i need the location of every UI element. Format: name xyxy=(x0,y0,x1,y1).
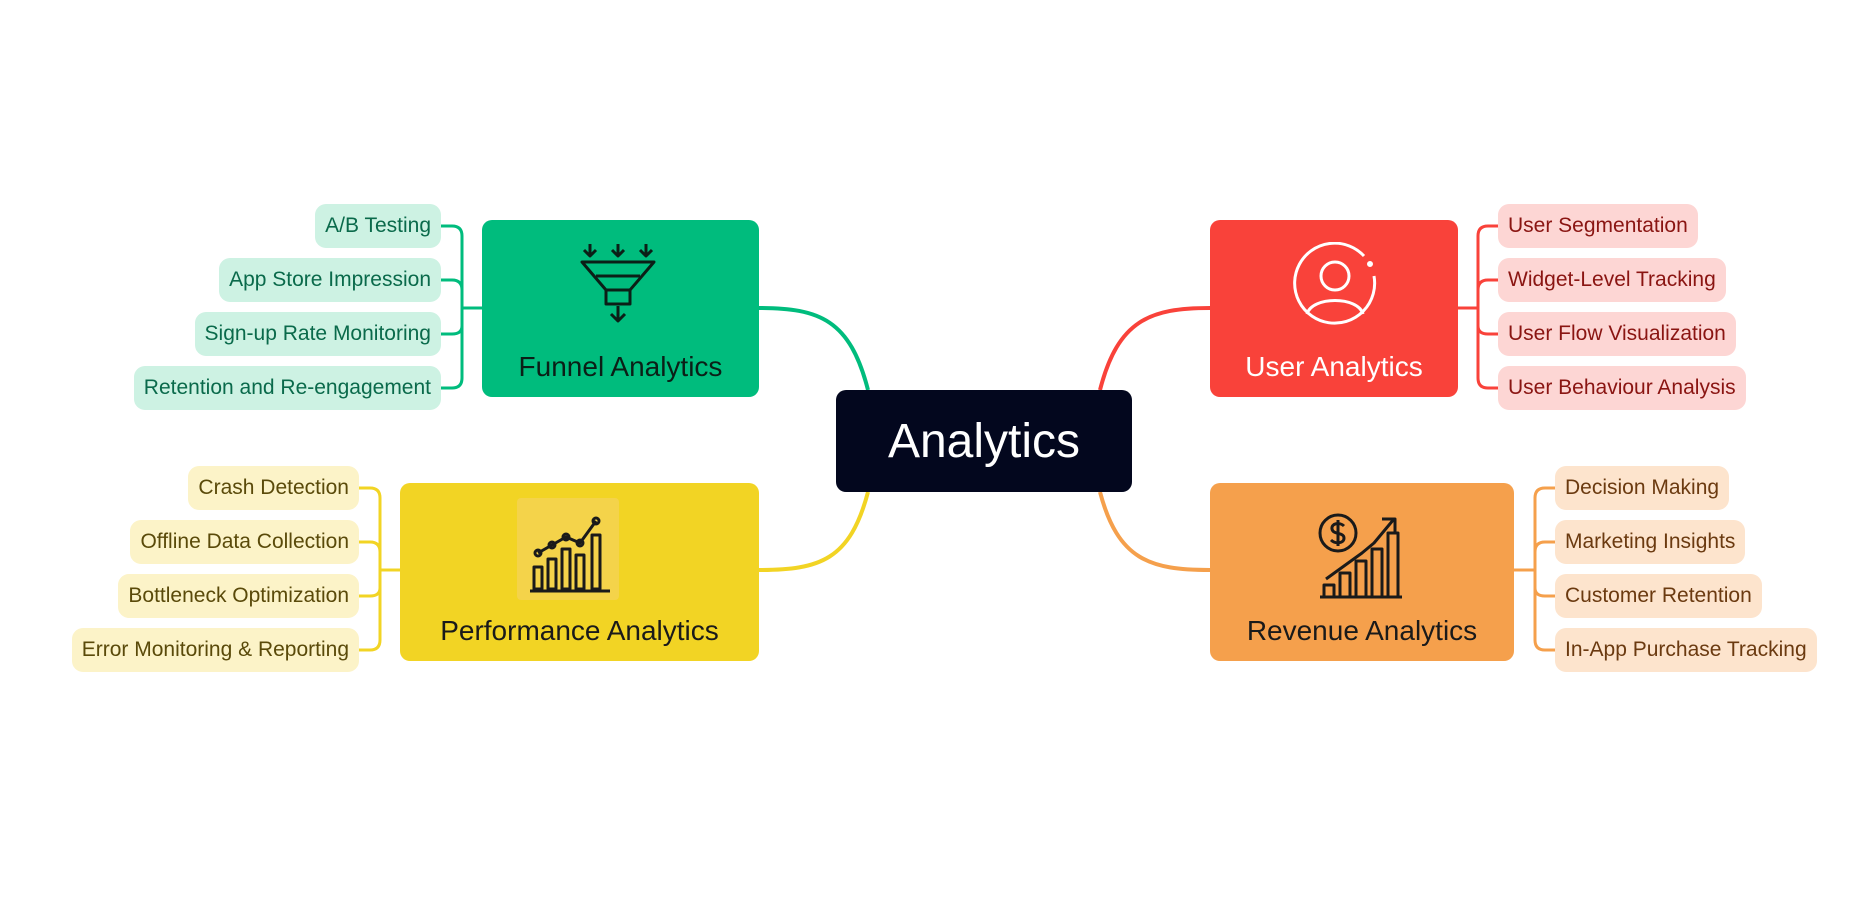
branch-funnel-analytics[interactable]: Funnel Analytics xyxy=(482,220,759,397)
branch-user-label: User Analytics xyxy=(1245,351,1423,382)
revenue-growth-icon xyxy=(1318,513,1402,599)
leaf-app-store-impression[interactable]: App Store Impression xyxy=(219,258,441,302)
leaf-widget-level-tracking[interactable]: Widget-Level Tracking xyxy=(1498,258,1726,302)
leaf-retention-reengagement[interactable]: Retention and Re-engagement xyxy=(133,366,441,410)
leaf-customer-retention[interactable]: Customer Retention xyxy=(1555,574,1762,618)
leaf-offline-data-collection[interactable]: Offline Data Collection xyxy=(130,520,359,564)
bar-chart-icon xyxy=(530,516,610,593)
leaf-marketing-insights[interactable]: Marketing Insights xyxy=(1555,520,1746,564)
link-center-performance xyxy=(758,491,870,572)
leaf-user-behaviour-analysis[interactable]: User Behaviour Analysis xyxy=(1498,366,1746,410)
branch-revenue-label: Revenue Analytics xyxy=(1246,615,1478,646)
link-center-funnel xyxy=(758,306,870,391)
link-center-user xyxy=(1098,306,1211,391)
branch-revenue-analytics[interactable]: Revenue Analytics xyxy=(1210,483,1514,661)
central-topic[interactable]: Analytics xyxy=(836,390,1132,492)
leaf-ab-testing[interactable]: A/B Testing xyxy=(315,204,441,248)
link-center-revenue xyxy=(1098,491,1211,572)
leaf-user-segmentation[interactable]: User Segmentation xyxy=(1498,204,1698,248)
branch-performance-label: Performance Analytics xyxy=(440,615,719,646)
central-topic-label: Analytics xyxy=(887,414,1081,468)
branch-performance-analytics[interactable]: Performance Analytics xyxy=(400,483,759,661)
leaf-error-monitoring-reporting[interactable]: Error Monitoring & Reporting xyxy=(71,628,359,672)
branch-user-analytics[interactable]: User Analytics xyxy=(1210,220,1458,397)
leaf-user-flow-visualization[interactable]: User Flow Visualization xyxy=(1498,312,1736,356)
funnel-icon xyxy=(580,244,656,323)
leaf-signup-rate-monitoring[interactable]: Sign-up Rate Monitoring xyxy=(194,312,441,356)
leaf-decision-making[interactable]: Decision Making xyxy=(1555,466,1730,510)
branch-funnel-label: Funnel Analytics xyxy=(518,351,723,382)
leaf-bottleneck-optimization[interactable]: Bottleneck Optimization xyxy=(118,574,359,618)
leaf-in-app-purchase-tracking[interactable]: In-App Purchase Tracking xyxy=(1555,628,1817,672)
leaf-crash-detection[interactable]: Crash Detection xyxy=(188,466,359,510)
user-icon xyxy=(1293,242,1377,325)
